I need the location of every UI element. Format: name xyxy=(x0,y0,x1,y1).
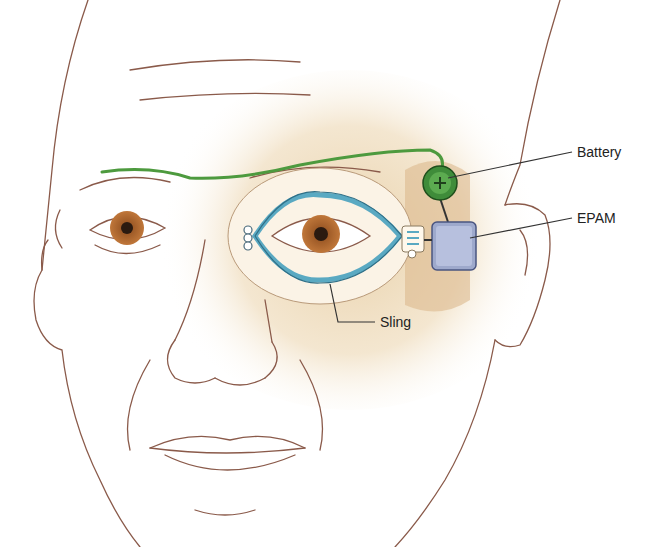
medial-anchor xyxy=(244,226,252,250)
sling xyxy=(255,195,400,281)
pupil xyxy=(121,222,133,234)
part-label: Sling xyxy=(380,314,411,331)
wire xyxy=(102,150,443,178)
shaded-area xyxy=(150,70,550,410)
pupil xyxy=(314,227,328,241)
iris xyxy=(110,211,144,245)
orbit-region xyxy=(228,168,412,304)
leader-line xyxy=(330,152,572,322)
wire xyxy=(440,198,448,222)
part-label: Battery xyxy=(577,144,621,161)
head-outline xyxy=(34,0,560,547)
iris xyxy=(302,215,340,253)
part-label: EPAM xyxy=(577,210,616,227)
epam-module xyxy=(424,222,476,270)
lateral-connector xyxy=(402,226,424,258)
sling-outline xyxy=(255,192,402,283)
battery xyxy=(423,166,457,200)
